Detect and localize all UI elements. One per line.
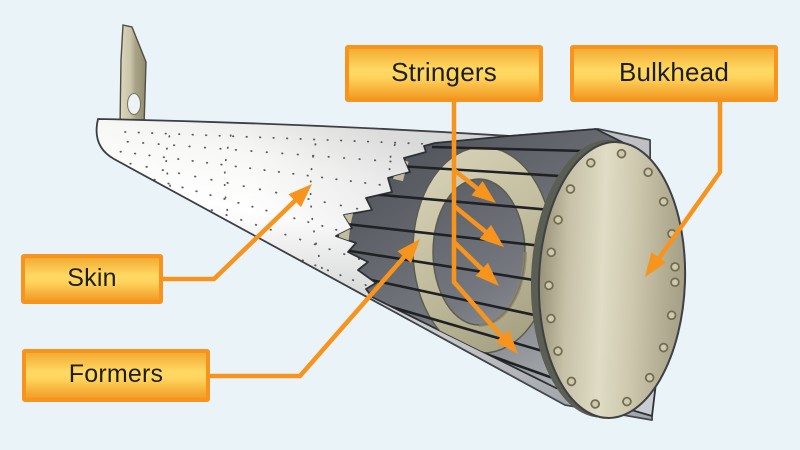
label-bulkhead: Bulkhead: [570, 45, 778, 102]
label-skin-text: Skin: [67, 263, 117, 292]
arrowheads: [288, 181, 667, 354]
bulkhead-rivets: [544, 148, 680, 412]
stringers-arrow-line: [451, 102, 513, 349]
label-skin: Skin: [21, 254, 163, 304]
bulkhead-arrow-line: [648, 102, 723, 273]
label-stringers-text: Stringers: [391, 57, 497, 87]
label-stringers: Stringers: [345, 45, 543, 102]
label-formers-text: Formers: [68, 360, 164, 388]
skin-arrow-line: [163, 191, 305, 282]
tail-fin-hole: [127, 93, 141, 115]
label-formers: Formers: [22, 349, 210, 402]
label-bulkhead-text: Bulkhead: [618, 57, 730, 87]
formers-arrow-line: [210, 246, 414, 379]
bulkhead-disc: [530, 139, 687, 419]
